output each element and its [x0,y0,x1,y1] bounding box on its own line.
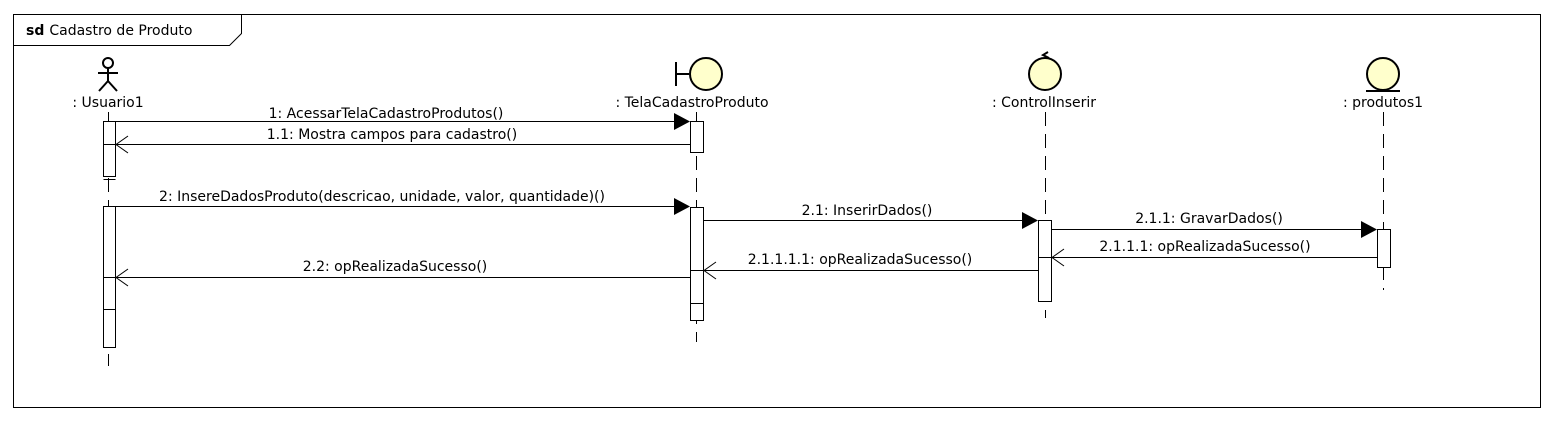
message-m2_1_1_1[interactable]: 2.1.1.1: opRealizadaSucesso() [1051,239,1377,267]
participant-usuario[interactable]: : Usuario1 [72,57,144,111]
participant-label-produtos: : produtos1 [1343,95,1423,111]
activation-tela-2 [690,207,704,321]
entity-icon [1366,57,1400,92]
participant-label-control: : ControlInserir [992,95,1096,111]
arrowhead-open [703,261,717,280]
message-m2_1[interactable]: 2.1: InserirDados() [703,203,1039,229]
boundary-icon [675,57,723,91]
participant-produtos[interactable]: : produtos1 [1343,57,1423,111]
arrowhead-filled [674,113,690,130]
participant-tela[interactable]: : TelaCadastroProduto [615,57,769,111]
control-icon [1028,51,1062,91]
message-label: 1.1: Mostra campos para cadastro() [267,127,517,143]
message-label: 2.2: opRealizadaSucesso() [303,259,488,275]
arrowhead-open [115,135,129,154]
participant-label-tela: : TelaCadastroProduto [615,95,768,111]
arrowhead-open [115,268,129,287]
message-label: 2: InsereDadosProduto(descricao, unidade… [159,189,605,205]
arrowhead-open [1051,248,1065,267]
message-m2_1_1_1_1[interactable]: 2.1.1.1.1: opRealizadaSucesso() [703,252,1038,280]
message-m1[interactable]: 1: AcessarTelaCadastroProdutos() [115,106,691,130]
arrowhead-filled [1022,212,1038,229]
activation-control [1038,220,1052,302]
message-m2[interactable]: 2: InsereDadosProduto(descricao, unidade… [115,189,691,215]
message-label: 2.1.1.1.1: opRealizadaSucesso() [748,252,973,268]
activation-produtos [1377,229,1391,268]
message-label: 2.1.1: GravarDados() [1135,211,1283,227]
diagram-frame [13,14,1541,408]
participant-control[interactable]: : ControlInserir [992,51,1096,111]
participant-label-usuario: : Usuario1 [72,95,143,111]
frame-title-tab [13,14,242,46]
message-label: 1: AcessarTelaCadastroProdutos() [269,106,504,122]
message-m1_1[interactable]: 1.1: Mostra campos para cadastro() [115,127,690,154]
frame-title-text: Cadastro de Produto [49,23,192,39]
message-label: 2.1: InserirDados() [802,203,933,219]
frame-keyword: sd [26,23,44,39]
message-m2_1_1[interactable]: 2.1.1: GravarDados() [1051,211,1378,238]
activation-tela-1 [690,121,704,153]
actor-icon [98,57,118,92]
activation-usuario-1 [103,121,116,177]
arrowhead-filled [674,198,690,215]
arrowhead-filled [1361,221,1377,238]
message-m2_2[interactable]: 2.2: opRealizadaSucesso() [115,259,690,287]
message-label: 2.1.1.1: opRealizadaSucesso() [1099,239,1310,255]
frame-title: sd Cadastro de Produto [26,23,192,39]
